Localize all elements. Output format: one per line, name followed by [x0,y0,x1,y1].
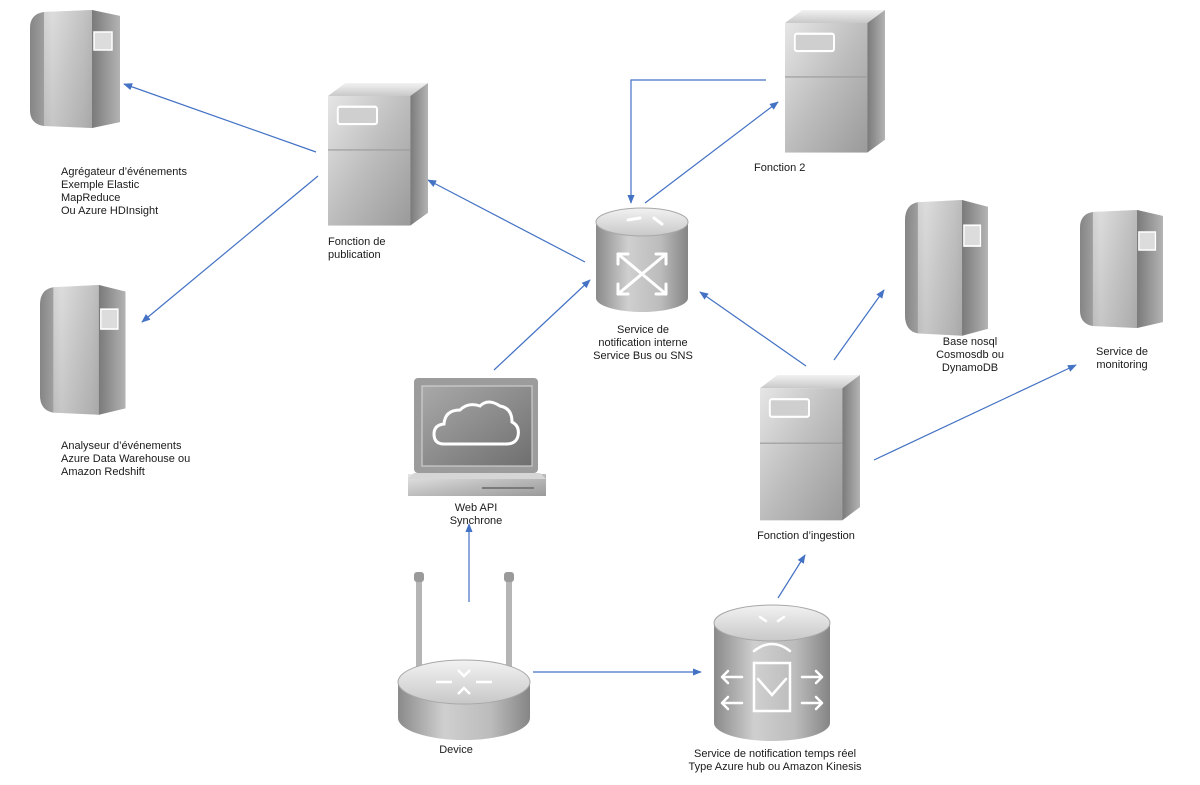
nosql-label-line: DynamoDB [941,362,999,374]
switch-icon[interactable] [595,207,689,313]
arrow-publication-to-analyzer [141,175,319,323]
webapi-label: Web API Synchrone [450,502,503,528]
realtime-label: Service de notification temps réel Type … [688,748,861,774]
cloud-terminal-icon[interactable] [408,378,546,496]
wireless-router-icon[interactable] [397,572,531,740]
arrow-publication-to-aggregator [123,83,317,153]
bus-label: Service de notification interne Service … [593,324,693,363]
nosql-label-line: Base nosql [942,336,998,348]
arrow-realtime-to-ingestion [777,554,806,599]
webapi-label-line: Synchrone [449,515,503,527]
analyzer-label-line: Amazon Redshift [61,466,145,478]
arrow-bus-to-function2 [644,101,779,204]
function2-label-line: Fonction 2 [754,162,806,174]
aggregator-label: Agrégateur d’événements Exemple Elastic … [61,166,187,218]
aggregator-label-line: Agrégateur d’événements [61,166,187,178]
publication-label-line: publication [328,249,381,261]
publication-label: Fonction de publication [328,236,385,262]
realtime-label-line: Service de notification temps réel [693,748,857,760]
analyzer-label-line: Azure Data Warehouse ou [61,453,191,465]
analyzer-label: Analyseur d’événements Azure Data Wareho… [61,440,190,479]
arrow-ingestion-to-bus [699,291,807,367]
arrow-ingestion-to-nosql [833,289,885,361]
realtime-label-line: Type Azure hub ou Amazon Kinesis [688,761,862,773]
bus-label-line: notification interne [598,337,688,349]
function2-label: Fonction 2 [754,162,805,175]
server-icon[interactable] [326,81,430,227]
server-icon[interactable] [783,8,887,154]
ingestion-label-line: Fonction d’ingestion [757,530,855,542]
device-label: Device [439,744,473,757]
tower-server-icon[interactable] [29,9,121,129]
aggregator-label-line: Ou Azure HDInsight [61,205,159,217]
device-label-line: Device [439,744,473,756]
tower-server-icon[interactable] [39,284,127,416]
server-icon[interactable] [758,373,862,522]
arrow-ingestion-to-monitoring [873,364,1077,461]
arrow-bus-to-publication [427,179,586,263]
aggregator-label-line: MapReduce [61,192,121,204]
bus-label-line: Service Bus ou SNS [593,350,693,362]
tower-server-icon[interactable] [1079,209,1164,329]
telephony-router-icon[interactable] [713,604,831,741]
monitoring-label-line: Service de [1096,346,1148,358]
arrow-function2-to-bus [627,79,766,204]
aggregator-label-line: Exemple Elastic [61,179,140,191]
tower-server-icon[interactable] [904,199,989,337]
bus-label-line: Service de [617,324,669,336]
connection-arrows [123,79,1077,676]
webapi-label-line: Web API [454,502,498,514]
nosql-label-line: Cosmosdb ou [936,349,1004,361]
analyzer-label-line: Analyseur d’événements [61,440,182,452]
monitoring-label-line: monitoring [1096,359,1148,371]
arrow-webapi-to-bus [493,279,591,371]
monitoring-label: Service de monitoring [1096,346,1148,372]
ingestion-label: Fonction d’ingestion [757,530,855,543]
publication-label-line: Fonction de [328,236,386,248]
nosql-label: Base nosql Cosmosdb ou DynamoDB [936,336,1004,375]
